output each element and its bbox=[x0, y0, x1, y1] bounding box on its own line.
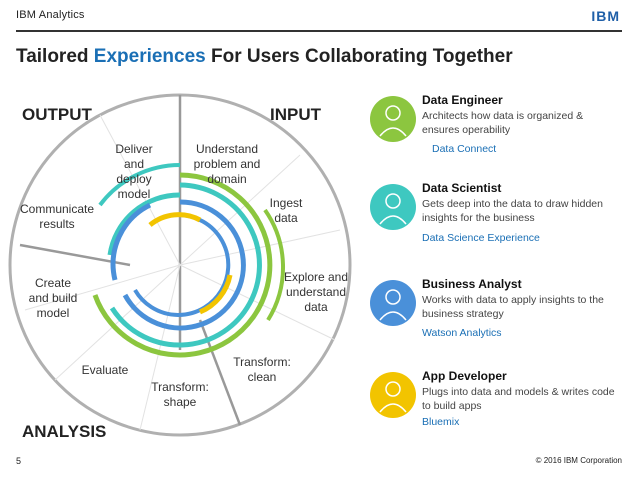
stage-clean: Transform: clean bbox=[233, 355, 291, 384]
role-app-developer: App Developer Plugs into data and models… bbox=[370, 369, 630, 442]
person-icon bbox=[370, 184, 416, 230]
segment-lines bbox=[24, 114, 341, 431]
section-input: INPUT bbox=[270, 105, 321, 124]
stage-explore: Explore and understand data bbox=[283, 270, 349, 314]
person-icon bbox=[370, 96, 416, 142]
section-analysis: ANALYSIS bbox=[22, 422, 107, 441]
role-link[interactable]: Data Science Experience bbox=[422, 232, 540, 244]
role-arcs bbox=[92, 163, 285, 358]
arc-teal-outer bbox=[109, 182, 262, 348]
role-business-analyst: Business Analyst Works with data to appl… bbox=[370, 277, 630, 350]
arc-yellow-top bbox=[148, 212, 202, 227]
role-description: Architects how data is organized & ensur… bbox=[422, 110, 584, 136]
role-link[interactable]: Watson Analytics bbox=[422, 327, 502, 339]
brand-name: IBM Analytics bbox=[16, 9, 85, 21]
role-description: Gets deep into the data to draw hidden i… bbox=[422, 198, 603, 224]
title-highlight: Experiences bbox=[93, 46, 206, 67]
person-icon bbox=[370, 372, 416, 418]
role-name: Business Analyst bbox=[422, 277, 522, 291]
divider-bottom bbox=[198, 319, 242, 426]
stage-communicate: Communicate results bbox=[19, 202, 95, 231]
role-name: Data Scientist bbox=[422, 181, 502, 195]
arc-green-right bbox=[263, 208, 285, 322]
role-description: Plugs into data and models & writes code… bbox=[422, 386, 615, 412]
top-bar: IBM Analytics IBM bbox=[0, 0, 638, 34]
role-name: App Developer bbox=[422, 369, 507, 383]
page-number: 5 bbox=[16, 456, 22, 466]
arc-blue-outer bbox=[122, 199, 246, 331]
role-data-scientist: Data Scientist Gets deep into the data t… bbox=[370, 181, 630, 254]
lifecycle-diagram bbox=[8, 93, 352, 437]
title-prefix: Tailored bbox=[16, 46, 89, 67]
arc-green bbox=[92, 172, 273, 358]
ibm-logo: IBM bbox=[591, 8, 620, 24]
stage-evaluate: Evaluate bbox=[81, 363, 129, 377]
role-link[interactable]: Data Connect bbox=[432, 143, 497, 155]
arc-yellow-right bbox=[198, 274, 233, 315]
person-icon bbox=[370, 280, 416, 326]
role-link[interactable]: Bluemix bbox=[422, 416, 460, 428]
stage-create: Create and build model bbox=[28, 276, 78, 320]
stage-understand: Understand problem and domain bbox=[193, 142, 261, 186]
stage-ingest: Ingest data bbox=[269, 196, 303, 225]
title-suffix: For Users Collaborating Together bbox=[211, 46, 513, 67]
role-data-engineer: Data Engineer Architects how data is org… bbox=[370, 93, 630, 166]
page-title: Tailored Experiences For Users Collabora… bbox=[16, 46, 513, 68]
role-name: Data Engineer bbox=[422, 93, 503, 107]
arc-blue-left bbox=[110, 202, 152, 281]
stage-shape: Transform: shape bbox=[151, 380, 209, 409]
arc-teal-inner bbox=[107, 192, 181, 256]
arc-blue-inner bbox=[133, 213, 231, 317]
arc-teal-top bbox=[98, 163, 181, 207]
section-output: OUTPUT bbox=[22, 105, 92, 124]
stage-deliver: Deliver and deploy model bbox=[115, 142, 153, 201]
copyright: © 2016 IBM Corporation bbox=[535, 456, 622, 465]
role-description: Works with data to apply insights to the… bbox=[422, 294, 604, 320]
header-rule bbox=[16, 30, 622, 32]
